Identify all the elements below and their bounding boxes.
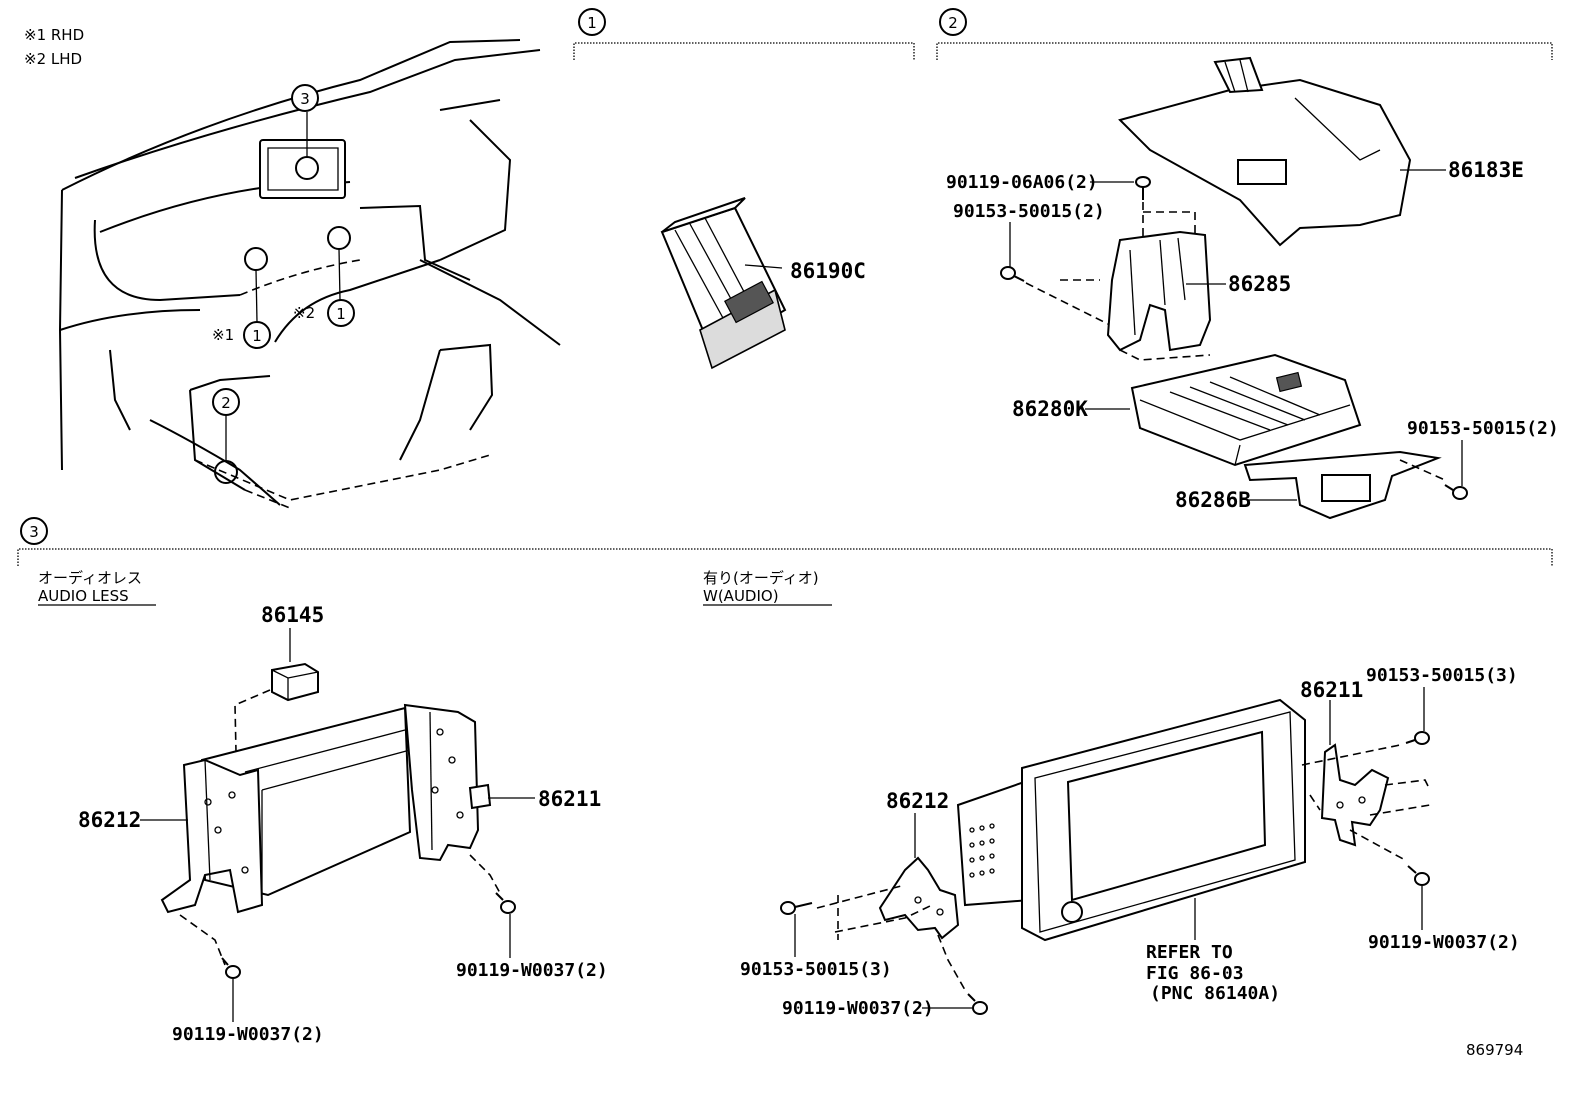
- svg-text:3: 3: [300, 90, 310, 108]
- screw-90153-50015-right-upper-illustration: [1405, 731, 1430, 745]
- with-audio-title-jp: 有り(オーディオ): [703, 569, 819, 587]
- screw-90119-06A06-illustration: [1135, 176, 1151, 240]
- part-label-90119-06A06: 90119-06A06(2): [946, 172, 1098, 193]
- part-86285-bracket-illustration: [1060, 211, 1212, 361]
- part-label-86211-left: 86211: [538, 787, 601, 811]
- svg-text:2: 2: [948, 14, 958, 32]
- part-label-90153-50015-upper: 90153-50015(2): [953, 201, 1105, 222]
- screw-90153-50015-right-lower-illustration: [780, 901, 813, 915]
- audio-less-title-en: AUDIO LESS: [38, 587, 129, 605]
- part-label-90119-W0037-audio-bottom: 90119-W0037(2): [782, 998, 934, 1019]
- refer-note-line1: REFER TO: [1146, 942, 1233, 963]
- section-1-header: 1: [573, 8, 915, 60]
- part-label-86183E: 86183E: [1448, 158, 1524, 182]
- part-label-86190C: 86190C: [790, 259, 866, 283]
- svg-text:1: 1: [587, 14, 597, 32]
- dashboard-overview-illustration: [58, 39, 561, 509]
- callout-3-overview: 3: [291, 84, 319, 112]
- svg-text:※2: ※2: [293, 304, 315, 322]
- callout-2-overview: 2: [212, 388, 240, 416]
- audio-head-unit-illustration: [956, 698, 1306, 942]
- audio-less-title-jp: オーディオレス: [38, 569, 142, 587]
- section-3-header: 3: [17, 517, 1553, 566]
- part-label-86212-left: 86212: [78, 808, 141, 832]
- part-label-86145: 86145: [261, 603, 324, 627]
- legend-lhd: ※2 LHD: [24, 50, 82, 68]
- part-label-90153-50015-audio-left: 90153-50015(3): [740, 959, 892, 980]
- part-86280K-unit-illustration: [1130, 353, 1362, 467]
- with-audio-title-en: W(AUDIO): [703, 587, 779, 605]
- part-86211-left-bracket-illustration: [403, 703, 501, 894]
- part-label-90119-W0037-audioless-left: 90119-W0037(2): [172, 1024, 324, 1045]
- part-86145-illustration: [234, 662, 319, 753]
- svg-text:2: 2: [221, 394, 231, 412]
- section-2-header: 2: [936, 8, 1553, 60]
- diagram-number: 869794: [1466, 1041, 1523, 1059]
- legend-rhd: ※1 RHD: [24, 26, 84, 44]
- part-label-86286B: 86286B: [1175, 488, 1251, 512]
- screw-90153-50015-upper-illustration: [1000, 266, 1111, 326]
- part-label-86280K: 86280K: [1012, 397, 1088, 421]
- part-label-86212-right: 86212: [886, 789, 949, 813]
- part-label-86211-right: 86211: [1300, 678, 1363, 702]
- svg-text:※1: ※1: [212, 326, 234, 344]
- part-86183E-cover-illustration: [1118, 56, 1412, 247]
- part-86286B-bracket-illustration: [1243, 450, 1446, 520]
- svg-text:1: 1: [336, 305, 346, 323]
- screw-90119-W0037-right-b-illustration: [1407, 865, 1430, 886]
- part-label-90119-W0037-audioless-right: 90119-W0037(2): [456, 960, 608, 981]
- part-86211-right-bracket-illustration: [1320, 743, 1390, 847]
- part-label-90119-W0037-audio-right: 90119-W0037(2): [1368, 932, 1520, 953]
- screw-90119-W0037-right-a-illustration: [967, 993, 988, 1015]
- callout-1-rhd: ※1 1: [212, 321, 271, 349]
- screw-90153-50015-lower-illustration: [1444, 484, 1468, 500]
- svg-text:1: 1: [252, 327, 262, 345]
- svg-text:3: 3: [29, 523, 39, 541]
- part-label-86285: 86285: [1228, 272, 1291, 296]
- refer-note-line2: FIG 86-03: [1146, 963, 1244, 984]
- screw-90119-W0037-left-b-illustration: [221, 957, 241, 979]
- refer-note-line3: (PNC 86140A): [1150, 983, 1280, 1004]
- part-86212-right-bracket-illustration: [878, 856, 960, 940]
- screw-90119-W0037-left-a-illustration: [495, 892, 516, 914]
- part-label-90153-50015-audio-right: 90153-50015(3): [1366, 665, 1518, 686]
- part-label-90153-50015-lower: 90153-50015(2): [1407, 418, 1559, 439]
- callout-1-lhd: ※2 1: [293, 299, 355, 327]
- part-86212-left-bracket-illustration: [160, 758, 264, 966]
- part-86190C-unit-illustration: [660, 197, 787, 370]
